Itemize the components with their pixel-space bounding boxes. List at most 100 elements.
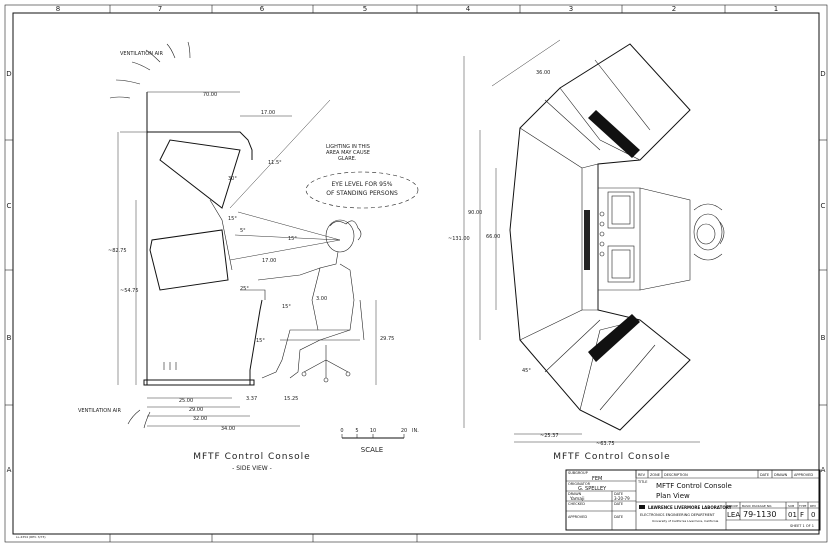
row-marker: A <box>821 466 826 474</box>
drawn-header: DRAWN <box>774 473 788 477</box>
checked-date-label: DATE <box>614 502 623 506</box>
col-marker: 2 <box>672 5 676 13</box>
dim-angle-d: 5° <box>240 228 246 234</box>
approved-date-label: DATE <box>614 515 623 519</box>
plan-view-dimensions: 36.00 ~131.00 90.00 66.00 45° ~25.37 ~63… <box>448 39 700 447</box>
dim-angle-g: 15° <box>282 304 291 310</box>
dim-left-mid: 90.00 <box>468 210 482 216</box>
drawn-by-label: DRAWN <box>568 492 582 496</box>
lab-logo-icon <box>639 505 645 509</box>
dim-height-total: ~82.75 <box>108 248 127 254</box>
dim-top: 36.00 <box>536 70 550 76</box>
checked-label: CHECKED <box>568 502 585 506</box>
scale-bar: 0 5 10 20 IN. SCALE <box>340 428 419 454</box>
plan-view: 36.00 ~131.00 90.00 66.00 45° ~25.37 ~63… <box>448 39 725 462</box>
university: University of California Livermore, Cali… <box>652 519 719 523</box>
rev-box-label: REV <box>810 504 817 508</box>
scale-tick: 0 <box>340 428 343 434</box>
dim-overhang: 17.00 <box>261 110 275 116</box>
dim-angle-a: 11.5° <box>268 160 282 166</box>
col-marker: 1 <box>774 5 778 13</box>
eye-level-note-line: OF STANDING PERSONS <box>326 190 398 197</box>
ventilation-top-label: VENTILATION AIR <box>120 51 163 57</box>
dim-bottom-inner: ~25.37 <box>540 433 559 439</box>
dept-name: ELECTRONICS ENGINEERING DEPARTMENT <box>640 513 715 517</box>
eye-level-note: EYE LEVEL FOR 95% OF STANDING PERSONS <box>326 181 398 197</box>
dim-top-width: 70.00 <box>203 92 217 98</box>
dim-base1: 25.00 <box>179 398 193 404</box>
sheet-border <box>4 4 828 543</box>
originator-value: G. SPELLEY <box>578 486 607 492</box>
operator-chair-icon <box>693 203 725 261</box>
column-markers: 8 7 6 5 4 3 2 1 <box>56 5 778 13</box>
date-header: DATE <box>760 473 769 477</box>
col-marker: 4 <box>466 5 471 13</box>
dim-height-desk: ~54.75 <box>120 288 139 294</box>
drawn-date-label: DATE <box>614 492 623 496</box>
drawn-by-value: Yamaji <box>569 496 585 502</box>
dim-base3: 32.00 <box>193 416 207 422</box>
side-view-dimensions: 70.00 17.00 11.5° 30° 15° 5° 15° 17.00 2… <box>108 92 394 432</box>
lighting-note-line: GLARE. <box>338 156 357 162</box>
scale-tick: 5 <box>355 428 358 434</box>
dim-bottom-outer: ~63.75 <box>596 441 615 447</box>
row-markers: D C B A D C B A <box>6 70 825 474</box>
ventilation-bottom-label: VENTILATION AIR <box>78 408 121 414</box>
col-marker: 3 <box>569 5 573 13</box>
corner-note: LL-4354 (REV. 3/73) <box>16 535 46 539</box>
dim-left-inner: 66.00 <box>486 234 500 240</box>
dim-angle-b: 30° <box>228 176 237 182</box>
zone-header: ZONE <box>650 473 660 477</box>
row-marker: D <box>6 70 11 78</box>
col-marker: 8 <box>56 5 60 13</box>
sight-lines <box>229 99 341 261</box>
dim-angle-f: 25° <box>240 286 249 292</box>
subgroup-label: SUBGROUP <box>568 471 588 475</box>
dim-angle-c: 15° <box>228 216 237 222</box>
type-label: TYPE <box>798 504 806 508</box>
dim-reach: 17.00 <box>262 258 276 264</box>
row-marker: B <box>821 334 826 342</box>
eye-level-note-line: EYE LEVEL FOR 95% <box>331 181 392 188</box>
rev-box-value: 0 <box>811 511 815 519</box>
side-view-title: MFTF Control Console <box>193 452 310 462</box>
row-marker: A <box>7 466 12 474</box>
eye-level-callout <box>305 171 419 209</box>
lighting-note: LIGHTING IN THIS AREA MAY CAUSE GLARE. <box>326 144 370 162</box>
col-marker: 5 <box>363 5 367 13</box>
lighting-note-line: LIGHTING IN THIS <box>326 144 370 150</box>
col-marker: 6 <box>260 5 265 13</box>
dim-left-outer: ~131.00 <box>448 236 470 242</box>
ventilation-arrows-icon <box>109 41 191 99</box>
ventilation-bottom-arrows-icon <box>127 362 177 429</box>
side-view: VENTILATION AIR <box>78 41 419 472</box>
scale-label: SCALE <box>361 446 383 454</box>
dim-angle-e: 15° <box>288 236 297 242</box>
rev-header: REV <box>638 473 646 477</box>
group-value: LEA <box>727 511 740 519</box>
group-label: GROUP <box>727 504 738 508</box>
basic-label: BASIC PACKAGE NO. <box>742 504 772 508</box>
title-line2: Plan View <box>656 492 690 500</box>
drawn-date: 3-20-79 <box>614 496 630 501</box>
approved-by-label: APPROVED <box>568 515 587 519</box>
console-plan-outline <box>509 43 691 431</box>
scale-tick: 20 <box>401 428 407 434</box>
dim-knee: 3.00 <box>316 296 327 302</box>
console-side-profile <box>120 91 266 386</box>
originator-label: ORIGINATOR <box>568 482 591 486</box>
dim-angle-h: 15° <box>256 338 265 344</box>
title-block: REV ZONE DESCRIPTION DATE DRAWN APPROVED… <box>565 469 821 531</box>
row-marker: C <box>821 202 826 210</box>
subgroup-value: FEM <box>592 476 602 482</box>
row-marker: D <box>820 70 825 78</box>
dim-toe: 3.37 <box>246 396 257 402</box>
type-value: F <box>800 511 804 519</box>
basic-value: 79-1130 <box>743 510 776 519</box>
sheet-number: SHEET 1 OF 1 <box>790 524 814 528</box>
dim-seat: 29.75 <box>380 336 394 342</box>
lab-name: LAWRENCE LIVERMORE LABORATORY <box>648 505 732 510</box>
approved-header: APPROVED <box>794 473 813 477</box>
seated-operator-figure <box>257 219 365 383</box>
title-line1: MFTF Control Console <box>656 482 732 490</box>
